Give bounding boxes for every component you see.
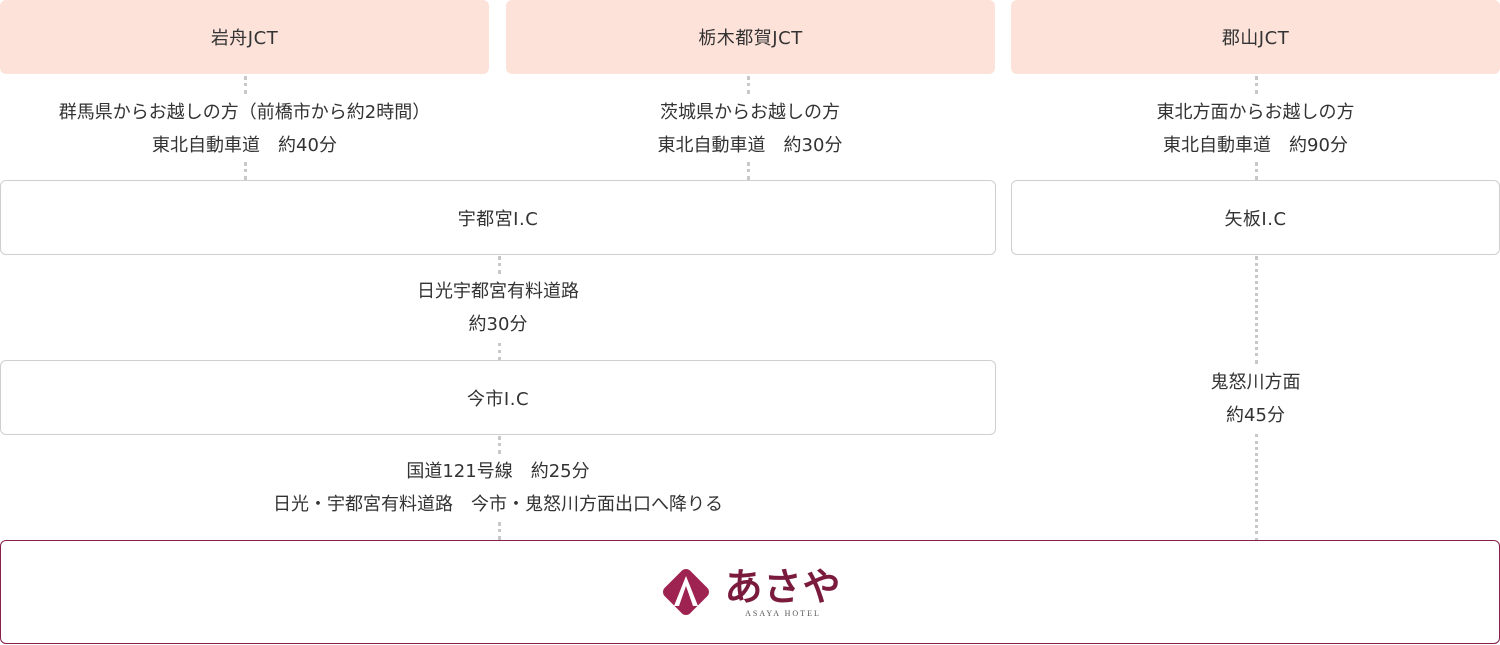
connector: [498, 343, 501, 360]
hotel-logo: あさや ASAYA HOTEL: [658, 564, 841, 620]
route-121-name: 国道121号線 約25分: [406, 461, 590, 482]
ic-utsunomiya: 宇都宮I.C: [0, 180, 996, 255]
route-121-exit: 日光・宇都宮有料道路 今市・鬼怒川方面出口へ降りる: [273, 494, 723, 515]
route-kinugawa: 鬼怒川方面 約45分: [1011, 366, 1500, 432]
hotel-destination: あさや ASAYA HOTEL: [0, 540, 1500, 644]
ic-utsunomiya-label: 宇都宮I.C: [457, 208, 539, 230]
jct-iwafune-label: 岩舟JCT: [210, 28, 279, 49]
route-tohoku-time: 東北自動車道 約90分: [1163, 135, 1348, 156]
asaya-emblem-icon: [663, 569, 710, 615]
connector: [1255, 162, 1258, 180]
jct-tochigitsuga: 栃木都賀JCT: [506, 0, 995, 74]
route-gunma-time: 東北自動車道 約40分: [152, 135, 337, 156]
route-nikko-toll-time: 約30分: [468, 314, 528, 335]
route-nikko-toll: 日光宇都宮有料道路 約30分: [0, 275, 996, 341]
route-tohoku: 東北方面からお越しの方 東北自動車道 約90分: [1011, 96, 1500, 162]
route-tohoku-origin: 東北方面からお越しの方: [1156, 102, 1355, 123]
connector: [1255, 434, 1258, 541]
route-kinugawa-name: 鬼怒川方面: [1210, 372, 1301, 393]
ic-yaita-label: 矢板I.C: [1224, 208, 1287, 230]
connector: [1255, 256, 1258, 364]
connector: [747, 76, 750, 94]
route-ibaraki-origin: 茨城県からお越しの方: [660, 102, 840, 123]
route-ibaraki: 茨城県からお越しの方 東北自動車道 約30分: [500, 96, 1000, 162]
connector: [498, 436, 501, 454]
route-gunma: 群馬県からお越しの方（前橋市から約2時間） 東北自動車道 約40分: [0, 96, 489, 162]
hotel-logo-jp: あさや: [724, 563, 842, 609]
route-ibaraki-time: 東北自動車道 約30分: [657, 135, 843, 156]
connector: [498, 256, 501, 274]
ic-imaichi: 今市I.C: [0, 360, 996, 435]
jct-tochigitsuga-label: 栃木都賀JCT: [698, 28, 803, 49]
connector: [498, 522, 501, 540]
connector: [1255, 76, 1258, 94]
ic-yaita: 矢板I.C: [1011, 180, 1500, 255]
jct-koriyama-label: 郡山JCT: [1221, 28, 1290, 49]
jct-iwafune: 岩舟JCT: [0, 0, 489, 74]
route-nikko-toll-name: 日光宇都宮有料道路: [417, 281, 579, 302]
route-kinugawa-time: 約45分: [1226, 405, 1285, 426]
connector: [747, 162, 750, 180]
connector: [244, 162, 247, 180]
route-121: 国道121号線 約25分 日光・宇都宮有料道路 今市・鬼怒川方面出口へ降りる: [0, 455, 996, 521]
connector: [244, 76, 247, 94]
ic-imaichi-label: 今市I.C: [466, 388, 530, 410]
route-gunma-origin: 群馬県からお越しの方（前橋市から約2時間）: [58, 102, 431, 123]
jct-koriyama: 郡山JCT: [1011, 0, 1500, 74]
hotel-logo-en: ASAYA HOTEL: [745, 608, 821, 618]
